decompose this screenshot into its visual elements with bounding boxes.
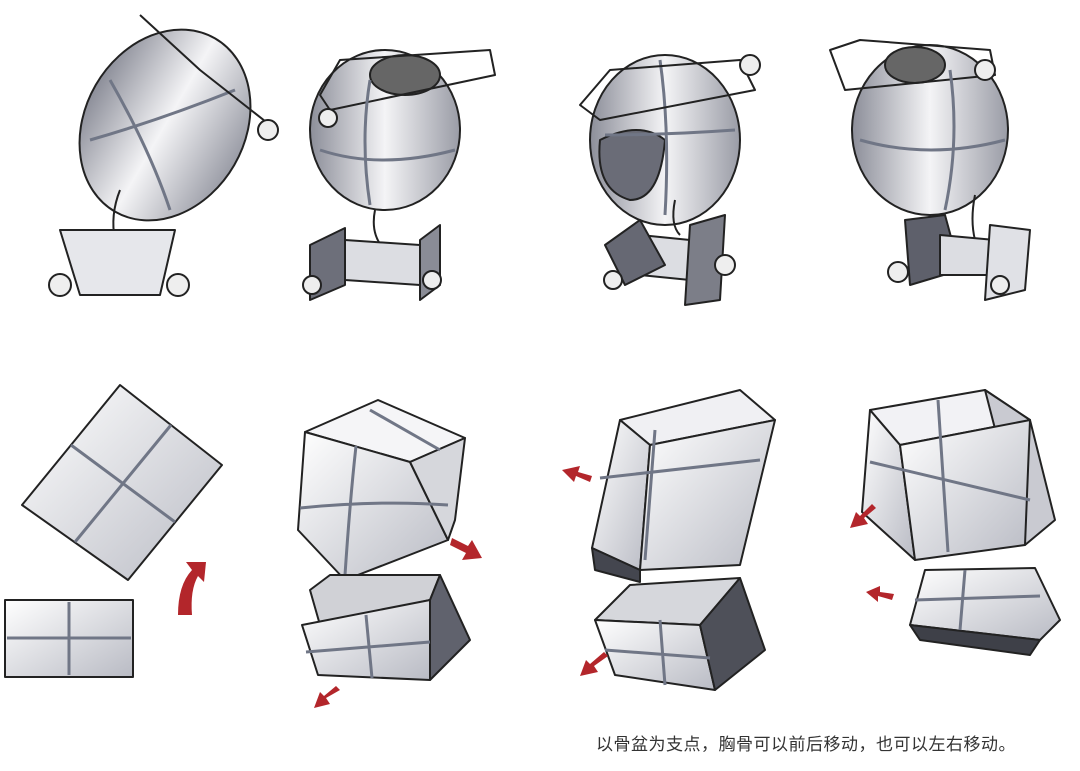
arrow-left xyxy=(866,586,894,602)
arrow-left-down xyxy=(850,504,876,528)
caption: 以骨盆为支点，胸骨可以前后移动，也可以左右移动。 xyxy=(596,735,1016,755)
rotation-arrow xyxy=(178,562,206,615)
box-diagram-3 xyxy=(562,389,776,691)
arrow-down-left xyxy=(580,652,608,676)
box-diagram-2 xyxy=(297,399,482,708)
torso-figure-3 xyxy=(579,54,761,306)
torso-figure-1 xyxy=(48,14,279,297)
arrow-left-up xyxy=(562,466,592,482)
box-diagram-1 xyxy=(4,384,223,678)
arrow-down-left xyxy=(314,686,340,708)
arrow-down-right xyxy=(450,538,482,560)
torso-figure-2 xyxy=(302,49,496,301)
torso-figure-4 xyxy=(829,39,1031,301)
box-diagram-4 xyxy=(850,389,1061,656)
